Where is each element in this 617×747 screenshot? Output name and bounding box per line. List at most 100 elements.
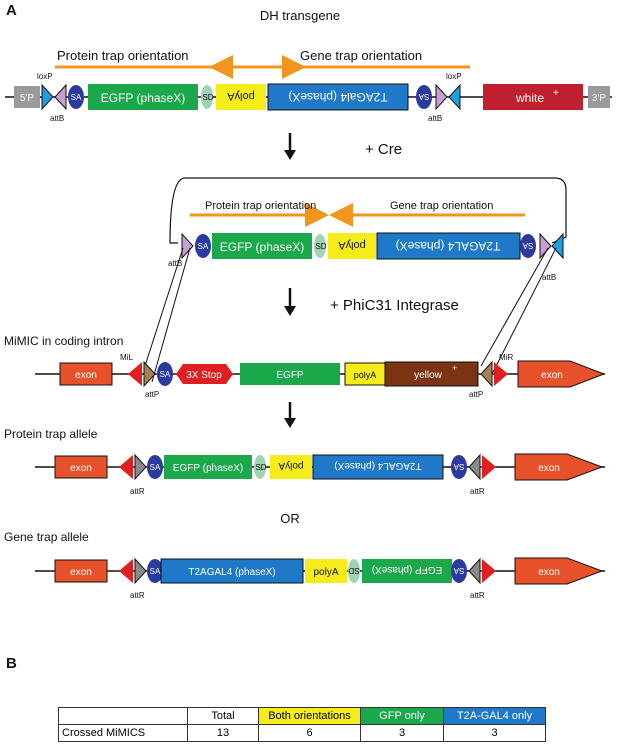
white-label: white xyxy=(515,91,544,105)
table-row: Crossed MiMICS 13 6 3 3 xyxy=(58,724,546,742)
gene-attr-left-tri xyxy=(134,557,147,585)
protein-attr-right-label: attR xyxy=(470,487,485,496)
protein-allele-title: Protein trap allele xyxy=(4,427,98,441)
gene-sd-label: SD xyxy=(348,566,359,575)
gene-attr-left-label: attR xyxy=(130,591,145,600)
gene-exon-left-label: exon xyxy=(70,567,92,578)
results-table: Total Both orientations GFP only T2A-GAL… xyxy=(58,707,546,742)
polya-block xyxy=(216,84,266,110)
cross-line-l1 xyxy=(144,247,184,367)
loxp-right-label: loxP xyxy=(446,72,462,81)
circle-sa-left-label: SA xyxy=(198,242,209,251)
circle-sa-left xyxy=(195,234,211,258)
diagram-svg: A DH transgene Protein trap orientation … xyxy=(4,2,612,672)
gene-exon-right-label: exon xyxy=(538,567,560,578)
arrow-3-head xyxy=(284,418,296,428)
white-plus: + xyxy=(553,88,559,99)
dh-title: DH transgene xyxy=(260,8,340,23)
protein-sa-right-label: SA xyxy=(453,462,464,471)
gene-red-tri-left xyxy=(119,559,133,583)
mimic-exon-left xyxy=(59,362,113,386)
white-block xyxy=(483,84,583,110)
gene-sd-oval xyxy=(348,559,360,583)
row-label: Crossed MiMICS xyxy=(58,724,188,742)
sd-label: SD xyxy=(202,93,213,102)
protein-attr-left-label: attR xyxy=(130,487,145,496)
p5-label: 5'P xyxy=(20,93,34,104)
yellow-block xyxy=(384,361,479,387)
circle-attb-left xyxy=(181,232,194,260)
protein-polya-label: polyA xyxy=(278,460,303,471)
gene-attr-right-tri xyxy=(468,557,481,585)
sa-right-label: SA xyxy=(418,92,429,101)
sa-right-oval xyxy=(416,85,432,109)
table-header-row: Total Both orientations GFP only T2A-GAL… xyxy=(58,707,546,725)
yellow-plus: + xyxy=(452,363,457,373)
mil-label: MiL xyxy=(120,353,133,362)
header-total: Total xyxy=(187,707,259,725)
mimic-polya-label: polyA xyxy=(354,370,377,380)
mimic-sa-oval xyxy=(157,362,173,386)
gene-t2agal4-block xyxy=(160,558,304,584)
gene-red-tri-right xyxy=(482,559,496,583)
circle-attb-right xyxy=(539,232,552,260)
mil-triangle xyxy=(128,362,142,386)
cross-line-l2 xyxy=(151,247,191,383)
loxp-left-triangle xyxy=(41,83,54,111)
protein-sa-right xyxy=(451,455,467,479)
or-label: OR xyxy=(280,511,300,526)
gene-egfp-label: EGFP (phaseX) xyxy=(372,564,442,575)
header-both-orientations: Both orientations xyxy=(258,707,361,725)
gene-t2agal4-label: T2AGAL4 (phaseX) xyxy=(188,567,275,578)
cross-line-r1 xyxy=(480,247,549,367)
mir-label: MiR xyxy=(499,353,513,362)
header-cell-empty xyxy=(58,707,188,725)
mimic-title: MiMIC in coding intron xyxy=(4,334,123,348)
circle-sd-oval xyxy=(314,234,326,258)
attb-right-triangle xyxy=(435,83,448,111)
stop-label: 3X Stop xyxy=(186,370,222,381)
circle-sa-right xyxy=(520,234,536,258)
panel-a-label: A xyxy=(6,2,17,19)
yellow-label: yellow xyxy=(414,370,443,381)
circle-loop-line xyxy=(169,177,567,244)
gene-egfp-block xyxy=(362,559,452,583)
cre-arrow-head xyxy=(284,150,296,160)
circle-attb-right-label: attB xyxy=(542,273,556,282)
stop-block xyxy=(176,364,233,384)
gene-sa-right-label: SA xyxy=(453,566,464,575)
mimic-exon-right xyxy=(517,360,606,388)
gene-sa-left xyxy=(147,559,163,583)
protein-exon-right xyxy=(514,453,604,481)
protein-red-tri-right xyxy=(482,455,496,479)
header-gfp-only: GFP only xyxy=(360,707,444,725)
mimic-egfp-label: EGFP xyxy=(276,370,304,381)
cross-line-r2 xyxy=(487,247,557,383)
cell-gfp: 3 xyxy=(360,724,444,742)
attb-left-triangle xyxy=(54,83,67,111)
protein-exon-left-label: exon xyxy=(70,463,92,474)
mir-triangle xyxy=(494,362,508,386)
attp-left-triangle xyxy=(143,360,156,388)
t2agal4-block xyxy=(267,83,409,111)
gene-trap-orientation-label-2: Gene trap orientation xyxy=(390,200,493,212)
mimic-egfp-block xyxy=(240,363,340,385)
circle-attb-left-label: attB xyxy=(168,259,182,268)
cell-t2a: 3 xyxy=(443,724,546,742)
sa-left-oval xyxy=(68,85,84,109)
sd-oval xyxy=(201,85,213,109)
protein-t2agal4-block xyxy=(312,454,444,480)
phic31-arrow-head xyxy=(284,306,296,316)
p3-label: 3'P xyxy=(592,93,606,104)
cell-total: 13 xyxy=(187,724,259,742)
circle-t2agal4-label: T2AGAL4 (phaseX) xyxy=(396,239,501,253)
circle-sa-right-label: SA xyxy=(522,241,533,250)
egfp-phasex-block xyxy=(88,84,198,110)
gene-polya-block xyxy=(305,559,347,583)
attb-left-label: attB xyxy=(50,114,64,123)
cell-both: 6 xyxy=(258,724,361,742)
protein-trap-orientation-label: Protein trap orientation xyxy=(57,48,189,63)
phic31-label: + PhiC31 Integrase xyxy=(330,297,459,314)
attp-left-label: attP xyxy=(145,390,159,399)
